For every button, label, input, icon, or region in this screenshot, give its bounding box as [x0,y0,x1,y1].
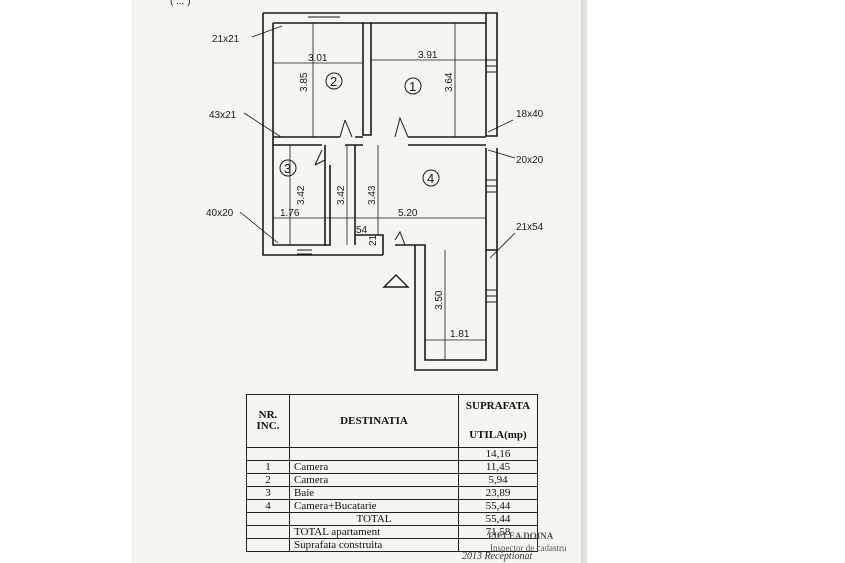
dim-hall-height: 3.42 [336,185,347,205]
header-surface-line2: UTILA(mp) [469,429,527,441]
table-header-row: NR. INC. DESTINATIA SUPRAFATA UTILA(mp) [246,394,538,448]
dim-room2-width: 3.01 [308,53,328,64]
room-number-1: 1 [409,79,416,94]
table-cell-value: 5,94 [458,473,538,487]
surface-table: NR. INC. DESTINATIA SUPRAFATA UTILA(mp) … [246,394,538,552]
stamp-title: Inspector de cadastru [490,543,567,553]
dim-niche-height: 21 [368,234,379,246]
opening-label-6: 21x54 [516,222,544,233]
table-row: 3 Baie 23,89 [246,486,538,500]
windows [297,12,497,303]
header-surface-line1: SUPRAFATA [465,400,531,412]
table-cell-nr [246,512,290,526]
opening-label-5: 20x20 [516,155,544,166]
dim-room1-width: 3.91 [418,50,438,61]
table-cell-dest: TOTAL [289,512,459,526]
table-cell-value: 55,44 [458,512,538,526]
table-row: Suprafata construita [246,538,538,552]
table-cell-value: 55,44 [458,499,538,513]
table-row: TOTAL apartament 71,58 [246,525,538,539]
dim-room2-height: 3.85 [299,72,310,92]
table-cell-dest [289,447,459,461]
table-cell-dest: Baie [289,486,459,500]
sheet-edge [583,0,587,563]
dim-kitchen-height: 3.50 [434,290,445,310]
dimension-labels: 3.01 3.91 3.85 3.64 3.42 3.42 3.43 1.76 … [280,50,470,340]
table-row: 1 Camera 11,45 [246,460,538,474]
opening-labels: 21x21 43x21 40x20 18x40 20x20 21x54 [206,34,544,233]
table-cell-dest: Camera+Bucatarie [289,499,459,513]
opening-label-3: 40x20 [206,208,234,219]
header-surface: SUPRAFATA UTILA(mp) [458,394,538,448]
table-cell-nr: 1 [246,460,290,474]
table-cell-nr [246,525,290,539]
table-cell-value: 11,45 [458,460,538,474]
table-cell-nr: 3 [246,486,290,500]
table-cell-dest: Camera [289,473,459,487]
table-cell-dest: Camera [289,460,459,474]
room-numbers: 2 1 3 4 [279,72,440,187]
dim-room3-width: 1.76 [280,208,300,219]
table-cell-nr: 4 [246,499,290,513]
opening-label-1: 21x21 [212,34,240,45]
header-nr: NR. INC. [246,394,290,448]
header-destination: DESTINATIA [289,394,459,448]
room-number-2: 2 [330,74,337,89]
table-row: 14,16 [246,447,538,461]
dim-room1-height: 3.64 [444,72,455,92]
stamp-name: FIELEA DOINA [488,531,554,541]
dim-room4-width: 5.20 [398,208,418,219]
dim-room4-height: 3.43 [367,185,378,205]
orientation-marker [382,274,410,288]
table-cell-dest: TOTAL apartament [289,525,459,539]
room-number-4: 4 [427,171,434,186]
dim-room3-height: 3.42 [296,185,307,205]
stamp-received: 2013 Receptionat [462,551,533,562]
table-row: 2 Camera 5,94 [246,473,538,487]
table-cell-nr: 2 [246,473,290,487]
table-row: 4 Camera+Bucatarie 55,44 [246,499,538,513]
opening-label-2: 43x21 [209,110,237,121]
door-swings [314,116,409,246]
dimension-lines [239,23,516,360]
table-cell-nr [246,538,290,552]
table-row: TOTAL 55,44 [246,512,538,526]
table-cell-nr [246,447,290,461]
table-cell-value: 23,89 [458,486,538,500]
table-cell-dest: Suprafata construita [289,538,459,552]
opening-label-4: 18x40 [516,109,544,120]
table-cell-value: 14,16 [458,447,538,461]
table-cell-value [458,538,538,552]
header-fragment: ( ... ) [170,0,191,7]
dim-kitchen-width: 1.81 [450,329,470,340]
walls [262,12,498,371]
dim-niche-width: 54 [356,225,368,236]
room-number-3: 3 [284,161,291,176]
